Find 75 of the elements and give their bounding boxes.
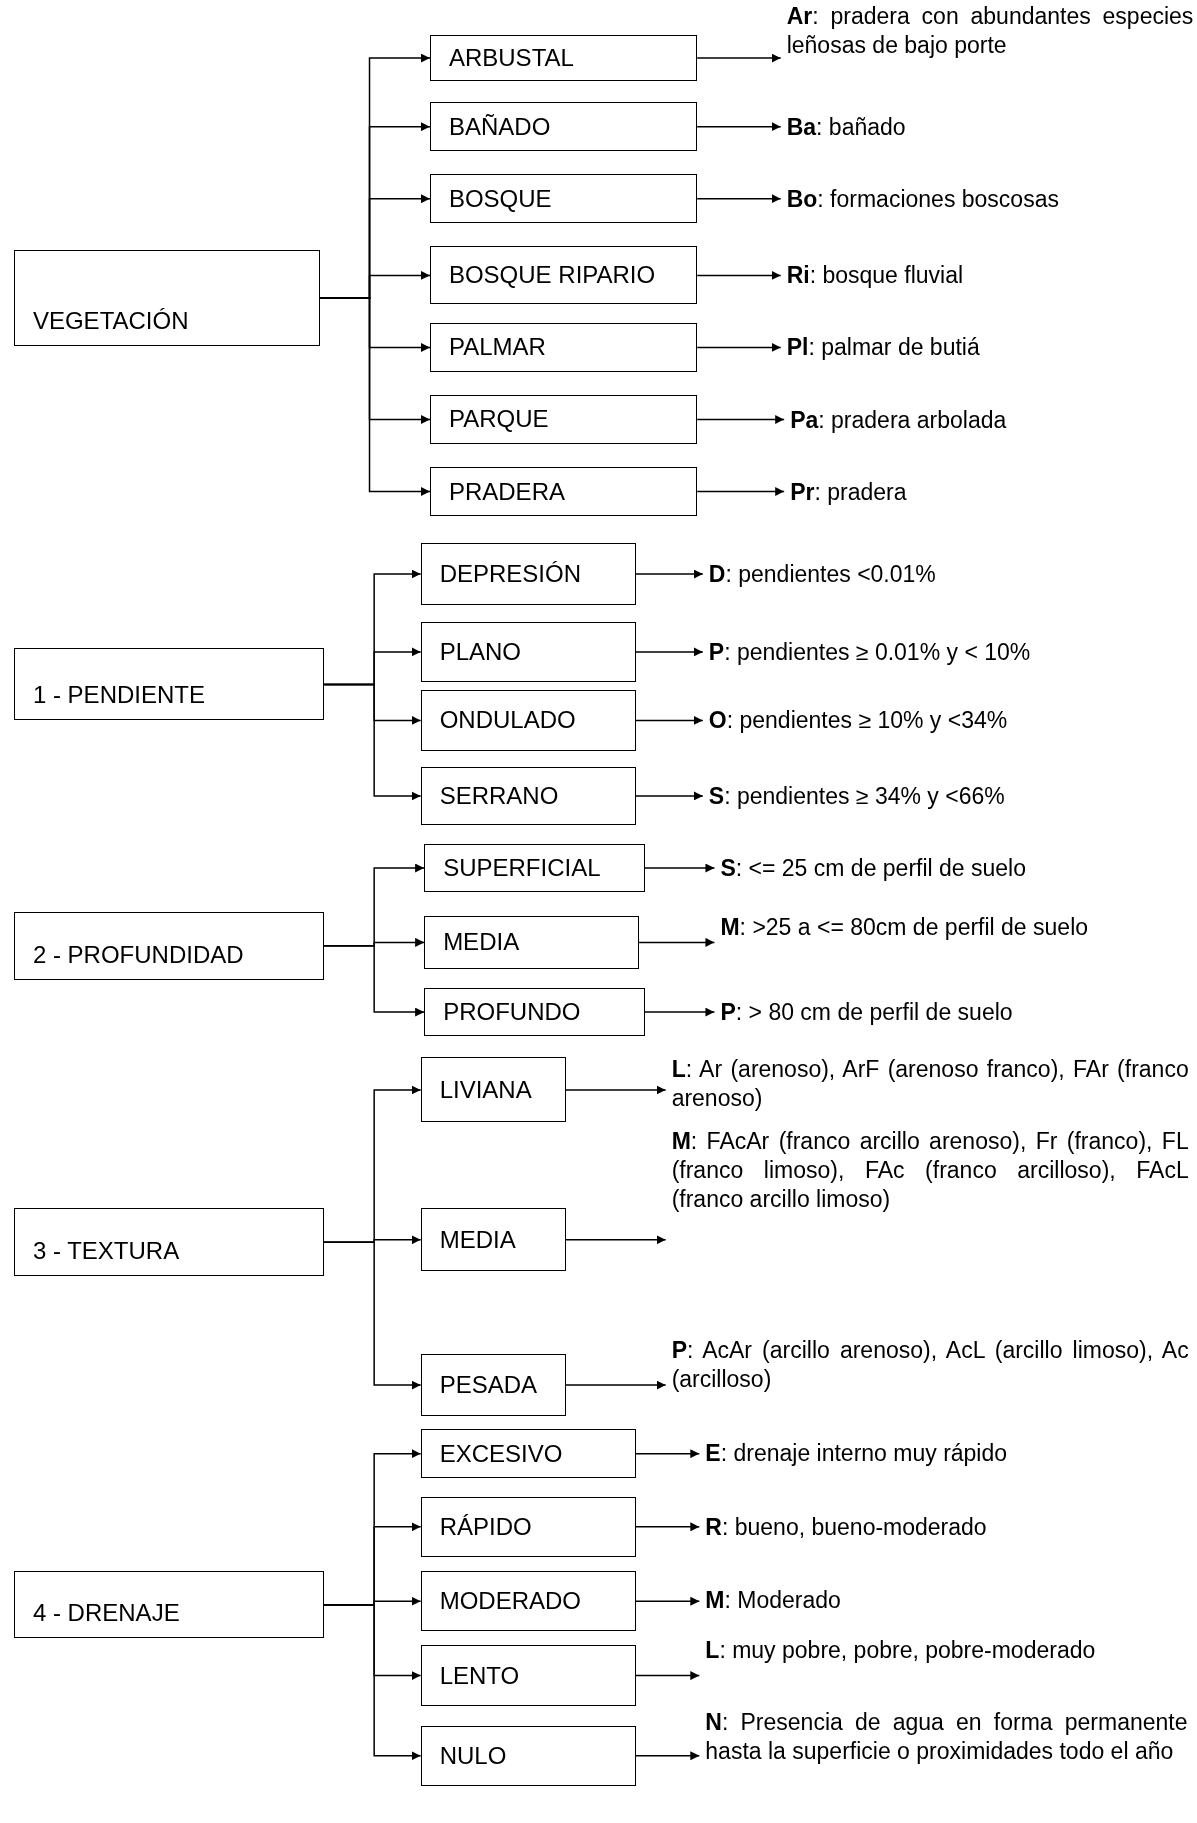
category-box: 1 - PENDIENTE — [13, 648, 325, 721]
class-box: BAÑADO — [429, 102, 698, 152]
description-text: O: pendientes ≥ 10% y <34% — [708, 706, 1186, 736]
description-text: E: drenaje interno muy rápido — [705, 1438, 1188, 1468]
category-box: 2 - PROFUNDIDAD — [13, 912, 325, 980]
description-text: Pl: palmar de butiá — [786, 333, 1182, 363]
description-text: R: bueno, bueno-moderado — [705, 1512, 1188, 1542]
description-text: Pa: pradera arbolada — [790, 405, 1186, 435]
class-box: LIVIANA — [420, 1057, 566, 1123]
arrow — [323, 683, 422, 801]
arrow — [634, 647, 704, 657]
arrow — [638, 937, 716, 947]
description-text: M: FAcAr (franco arcillo arenoso), Fr (franco), FL (franco limoso), FAc (franco arcilloso), FAcL (franco arcillo limoso) — [671, 1127, 1189, 1214]
class-box: BOSQUE — [429, 174, 698, 224]
category-box: 4 - DRENAJE — [13, 1571, 325, 1639]
class-box: DEPRESIÓN — [420, 542, 636, 606]
arrow — [634, 1671, 701, 1681]
class-box: RÁPIDO — [420, 1496, 636, 1558]
description-text: Pr: pradera — [790, 477, 1186, 507]
description-text: Ar: pradera con abundantes especies leñosas de bajo porte — [786, 2, 1194, 60]
class-box: SUPERFICIAL — [424, 843, 645, 893]
description-text: S: pendientes ≥ 34% y <66% — [708, 782, 1186, 811]
class-box: MEDIA — [424, 915, 640, 970]
description-text: S: <= 25 cm de perfil de suelo — [720, 854, 1186, 883]
class-box: NULO — [420, 1725, 636, 1786]
description-text: P: pendientes ≥ 0.01% y < 10% — [708, 637, 1186, 667]
class-box: ARBUSTAL — [429, 34, 698, 82]
category-box: 3 - TEXTURA — [13, 1208, 325, 1276]
description-text: M: >25 a <= 80cm de perfil de suelo — [720, 913, 1192, 943]
arrow — [634, 1596, 701, 1606]
arrow — [634, 1751, 701, 1761]
description-text: P: AcAr (arcillo arenoso), AcL (arcillo limoso), Ac (arcilloso) — [671, 1336, 1189, 1394]
class-box: LENTO — [420, 1645, 636, 1706]
arrow — [323, 1241, 422, 1390]
class-box: PARQUE — [429, 395, 698, 444]
class-box: PALMAR — [429, 323, 698, 372]
arrow — [634, 1522, 701, 1532]
arrow — [565, 1085, 667, 1095]
class-box: PESADA — [420, 1353, 566, 1417]
description-text: P: > 80 cm de perfil de suelo — [720, 998, 1186, 1027]
arrow — [696, 487, 785, 497]
description-text: Ba: bañado — [786, 112, 1182, 142]
arrow — [634, 1449, 701, 1459]
class-box: BOSQUE RIPARIO — [429, 246, 698, 305]
arrow — [323, 945, 425, 1017]
class-box: SERRANO — [420, 766, 636, 825]
description-text: M: Moderado — [705, 1586, 1188, 1615]
arrow — [644, 863, 716, 873]
arrow — [696, 194, 782, 204]
arrow — [323, 1603, 422, 1761]
description-text: N: Presencia de agua en forma permanente hasta la superficie o proximidades todo el año — [705, 1708, 1188, 1766]
description-text: D: pendientes <0.01% — [708, 560, 1186, 589]
arrow — [634, 569, 704, 579]
description-text: Ri: bosque fluvial — [786, 261, 1182, 291]
class-box: MEDIA — [420, 1208, 566, 1272]
category-box: VEGETACIÓN — [13, 249, 320, 347]
arrow — [634, 715, 704, 725]
arrow — [634, 791, 704, 801]
arrow — [696, 270, 782, 280]
class-box: PLANO — [420, 621, 636, 683]
description-text: L: muy pobre, pobre, pobre-moderado — [705, 1636, 1188, 1665]
arrow — [565, 1235, 667, 1245]
arrow — [696, 342, 782, 352]
class-box: EXCESIVO — [420, 1429, 636, 1479]
description-text: Bo: formaciones boscosas — [786, 184, 1182, 214]
class-box: PRADERA — [429, 467, 698, 516]
class-box: MODERADO — [420, 1571, 636, 1632]
arrow — [696, 122, 782, 132]
description-text: L: Ar (arenoso), ArF (arenoso franco), FAr (franco arenoso) — [671, 1055, 1189, 1113]
class-box: ONDULADO — [420, 690, 636, 751]
arrow — [696, 53, 782, 63]
class-box: PROFUNDO — [424, 987, 645, 1037]
arrow — [644, 1007, 716, 1017]
arrow — [696, 415, 785, 424]
arrow — [565, 1380, 667, 1390]
